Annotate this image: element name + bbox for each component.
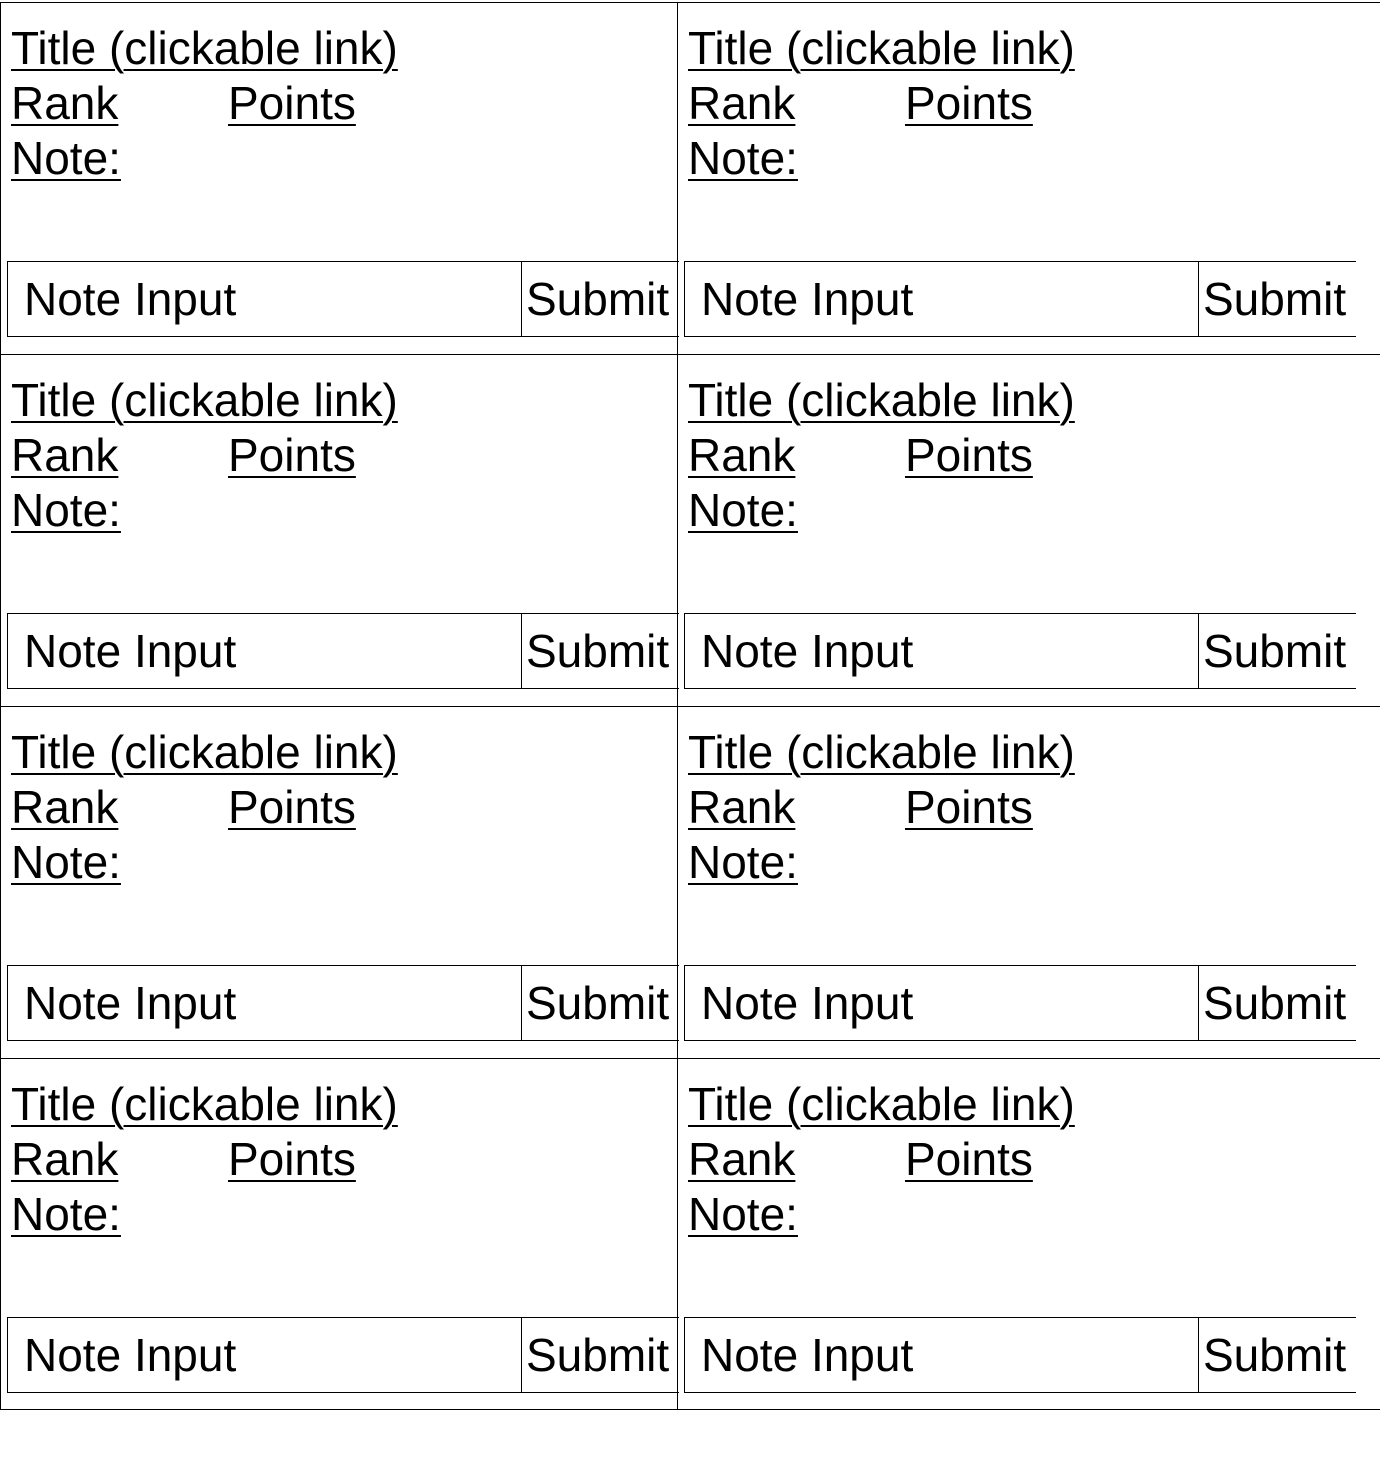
rank-link[interactable]: Rank: [688, 77, 796, 129]
note-form: Submit: [684, 613, 1356, 689]
points-link[interactable]: Points: [228, 77, 356, 129]
rank-link[interactable]: Rank: [11, 1133, 119, 1185]
points-link[interactable]: Points: [228, 1133, 356, 1185]
submit-button[interactable]: Submit: [522, 966, 679, 1040]
note-link[interactable]: Note:: [11, 836, 121, 888]
title-link[interactable]: Title (clickable link): [688, 726, 1075, 778]
points-link[interactable]: Points: [905, 429, 1033, 481]
note-input[interactable]: [685, 1318, 1199, 1392]
submit-button[interactable]: Submit: [522, 262, 679, 336]
rank-link[interactable]: Rank: [688, 1133, 796, 1185]
note-link[interactable]: Note:: [688, 132, 798, 184]
submit-button[interactable]: Submit: [522, 614, 679, 688]
rank-link[interactable]: Rank: [688, 429, 796, 481]
note-form: Submit: [684, 1317, 1356, 1393]
card: Title (clickable link) Rank Points Note:…: [678, 2, 1380, 354]
note-input[interactable]: [8, 614, 522, 688]
submit-button[interactable]: Submit: [522, 1318, 679, 1392]
card: Title (clickable link) Rank Points Note:…: [0, 1058, 679, 1410]
note-link[interactable]: Note:: [688, 1188, 798, 1240]
rank-link[interactable]: Rank: [11, 429, 119, 481]
note-form: Submit: [684, 261, 1356, 337]
note-link[interactable]: Note:: [11, 132, 121, 184]
submit-button[interactable]: Submit: [1199, 966, 1356, 1040]
note-form: Submit: [7, 965, 679, 1041]
submit-button[interactable]: Submit: [1199, 262, 1356, 336]
note-input[interactable]: [8, 1318, 522, 1392]
points-link[interactable]: Points: [228, 429, 356, 481]
rank-link[interactable]: Rank: [11, 781, 119, 833]
note-input[interactable]: [685, 966, 1199, 1040]
card-grid: Title (clickable link) Rank Points Note:…: [0, 2, 1380, 1410]
points-link[interactable]: Points: [905, 77, 1033, 129]
note-link[interactable]: Note:: [11, 1188, 121, 1240]
card: Title (clickable link) Rank Points Note:…: [678, 1058, 1380, 1410]
title-link[interactable]: Title (clickable link): [11, 726, 398, 778]
card: Title (clickable link) Rank Points Note:…: [0, 354, 679, 706]
note-input[interactable]: [8, 966, 522, 1040]
note-form: Submit: [684, 965, 1356, 1041]
note-link[interactable]: Note:: [688, 836, 798, 888]
card: Title (clickable link) Rank Points Note:…: [678, 706, 1380, 1058]
note-input[interactable]: [685, 614, 1199, 688]
submit-button[interactable]: Submit: [1199, 1318, 1356, 1392]
note-form: Submit: [7, 261, 679, 337]
title-link[interactable]: Title (clickable link): [688, 374, 1075, 426]
note-link[interactable]: Note:: [688, 484, 798, 536]
rank-link[interactable]: Rank: [11, 77, 119, 129]
title-link[interactable]: Title (clickable link): [688, 22, 1075, 74]
card: Title (clickable link) Rank Points Note:…: [678, 354, 1380, 706]
note-input[interactable]: [685, 262, 1199, 336]
title-link[interactable]: Title (clickable link): [11, 1078, 398, 1130]
points-link[interactable]: Points: [905, 1133, 1033, 1185]
note-form: Submit: [7, 613, 679, 689]
title-link[interactable]: Title (clickable link): [688, 1078, 1075, 1130]
rank-link[interactable]: Rank: [688, 781, 796, 833]
points-link[interactable]: Points: [228, 781, 356, 833]
note-input[interactable]: [8, 262, 522, 336]
title-link[interactable]: Title (clickable link): [11, 374, 398, 426]
card: Title (clickable link) Rank Points Note:…: [0, 2, 679, 354]
title-link[interactable]: Title (clickable link): [11, 22, 398, 74]
card: Title (clickable link) Rank Points Note:…: [0, 706, 679, 1058]
note-form: Submit: [7, 1317, 679, 1393]
points-link[interactable]: Points: [905, 781, 1033, 833]
submit-button[interactable]: Submit: [1199, 614, 1356, 688]
note-link[interactable]: Note:: [11, 484, 121, 536]
